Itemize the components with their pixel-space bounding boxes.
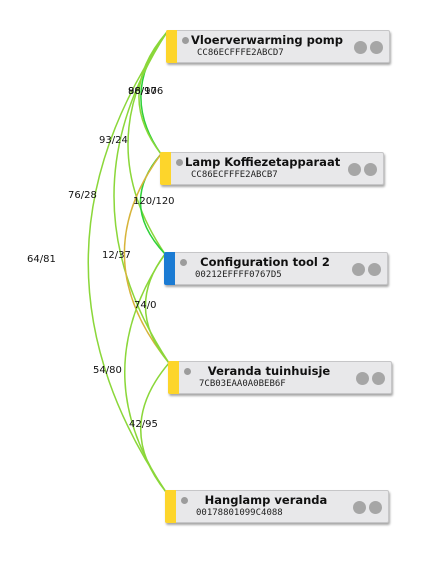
link-label: 12/37 [102,250,131,261]
link-label: 76/28 [68,190,97,201]
status-dot-icon [176,159,183,166]
info-icon[interactable] [372,372,385,385]
coordinator-role-bar [164,252,175,285]
device-name: Lamp Koffiezetapparaat [185,155,341,169]
status-dot-icon [181,497,188,504]
device-address: CC86ECFFFE2ABCB7 [191,170,278,180]
status-dot-icon [180,259,187,266]
more-icon[interactable] [353,501,366,514]
more-icon[interactable] [352,263,365,276]
device-address: 00212EFFFF0767D5 [195,270,282,280]
device-name: Configuration tool 2 [200,255,330,269]
more-icon[interactable] [356,372,369,385]
device-name: Hanglamp veranda [204,493,328,507]
link-label: 120/120 [133,196,175,207]
router-role-bar [165,490,176,523]
link-label: 42/95 [129,419,158,430]
link-label: 64/81 [27,254,56,265]
device-address: 00178801099C4088 [196,508,283,518]
link-label: 93/24 [99,135,128,146]
link-label: 98/106 [128,86,163,97]
device-name: Vloerverwarming pomp [191,33,343,47]
router-role-bar [160,152,171,185]
info-icon[interactable] [370,41,383,54]
link-n1-n4 [113,31,170,364]
router-role-bar [166,30,177,63]
more-icon[interactable] [348,163,361,176]
link-label: 86/97 [128,86,157,97]
link-label: 54/80 [93,365,122,376]
link-label: 74/0 [134,300,156,311]
link-n1-n2 [138,31,168,155]
info-icon[interactable] [368,263,381,276]
router-role-bar [168,361,179,394]
status-dot-icon [184,368,191,375]
device-address: CC86ECFFFE2ABCD7 [197,48,284,58]
status-dot-icon [182,37,189,44]
device-address: 7CB03EAA0A0BEB6F [199,379,286,389]
device-name: Veranda tuinhuisje [207,364,331,378]
info-icon[interactable] [364,163,377,176]
link-n2-n4 [123,153,170,364]
more-icon[interactable] [354,41,367,54]
link-n4-n5 [140,362,170,493]
info-icon[interactable] [369,501,382,514]
link-n1-n5 [87,31,168,493]
